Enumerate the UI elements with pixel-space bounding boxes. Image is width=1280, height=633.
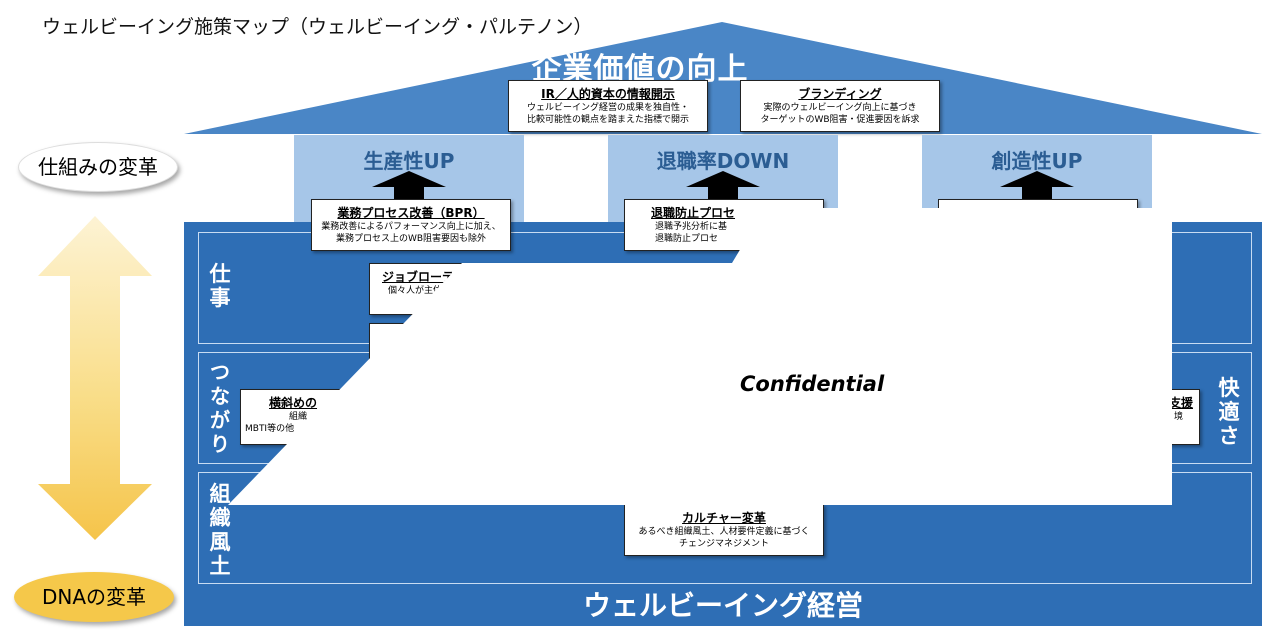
bpr-line-1: 業務改善によるパフォーマンス向上に加え、 [321, 222, 501, 232]
roof-shape [184, 22, 1262, 134]
up-arrow-icon [372, 171, 446, 205]
culture-change-line-2: チェンジマネジメント [678, 539, 769, 549]
yokonaname-line-2: MBTI等の他 [245, 424, 295, 434]
row-connection-label: つながり [210, 360, 230, 456]
confidential-label: Confidential [740, 372, 885, 396]
yokonaname-title: 横斜めの [269, 396, 318, 410]
mechanism-change-text: 仕組みの変革 [38, 155, 158, 179]
job-rotation-line-1: 個々人が主体 [388, 286, 443, 296]
up-arrow-icon [1000, 171, 1074, 205]
branding-line-1: 実際のウェルビーイング向上に基づき [763, 103, 917, 113]
branding-line-2: ターゲットのWB阻害・促進要因を訴求 [760, 115, 920, 125]
culture-change-title: カルチャー変革 [682, 511, 766, 525]
retention-title: 退職防止プロセ [651, 206, 736, 220]
side-label-comfort: 快適さ [1218, 376, 1240, 448]
culture-change-line-1: あるべき組織風土、人材要件定義に基づく [638, 527, 810, 537]
job-rotation-title: ジョブローテ [382, 270, 455, 284]
support-title: 支援 [1168, 396, 1193, 410]
bpr-title: 業務プロセス改善（BPR） [337, 206, 485, 220]
branding-box: ブランディング 実際のウェルビーイング向上に基づき ターゲットのWB阻害・促進要… [740, 80, 940, 132]
retention-line-1: 退職予兆分析に基 [655, 222, 728, 232]
support-line-1: 境 [1173, 412, 1183, 422]
foundation-title: ウェルビーイング経営 [582, 589, 863, 622]
bpr-box: 業務プロセス改善（BPR） 業務改善によるパフォーマンス向上に加え、 業務プロセ… [311, 199, 511, 251]
culture-change-box: カルチャー変革 あるべき組織風土、人材要件定義に基づく チェンジマネジメント [624, 504, 824, 556]
up-arrow-icon [686, 171, 760, 205]
retention-line-2: 退職防止プロセ [655, 234, 719, 244]
ir-disclosure-line-2: 比較可能性の観点を踏まえた指標で開示 [526, 115, 689, 125]
page-title: ウェルビーイング施策マップ（ウェルビーイング・パルテノン） [42, 16, 593, 38]
bpr-line-2: 業務プロセス上のWB阻害要因も除外 [335, 234, 487, 244]
row-work-label: 仕事 [209, 262, 231, 310]
yokonaname-line-1: 組織 [289, 412, 308, 422]
pillar-creativity-title: 創造性UP [991, 149, 1083, 173]
dna-change-oval: DNAの変革 [14, 572, 174, 622]
pillar-productivity-title: 生産性UP [363, 149, 455, 173]
branding-title: ブランディング [798, 87, 882, 101]
pillar-retention-title: 退職率DOWN [656, 149, 790, 173]
ir-disclosure-box: IR／人的資本の情報開示 ウェルビーイング経営の成果を独自性・ 比較可能性の観点… [508, 80, 708, 132]
ir-disclosure-title: IR／人的資本の情報開示 [541, 87, 675, 101]
row-culture-label: 組織風土 [209, 482, 231, 578]
mechanism-change-oval: 仕組みの変革 [18, 142, 178, 192]
dna-change-text: DNAの変革 [41, 585, 147, 609]
double-arrow-icon [38, 216, 152, 540]
ir-disclosure-line-1: ウェルビーイング経営の成果を独自性・ [526, 103, 689, 113]
